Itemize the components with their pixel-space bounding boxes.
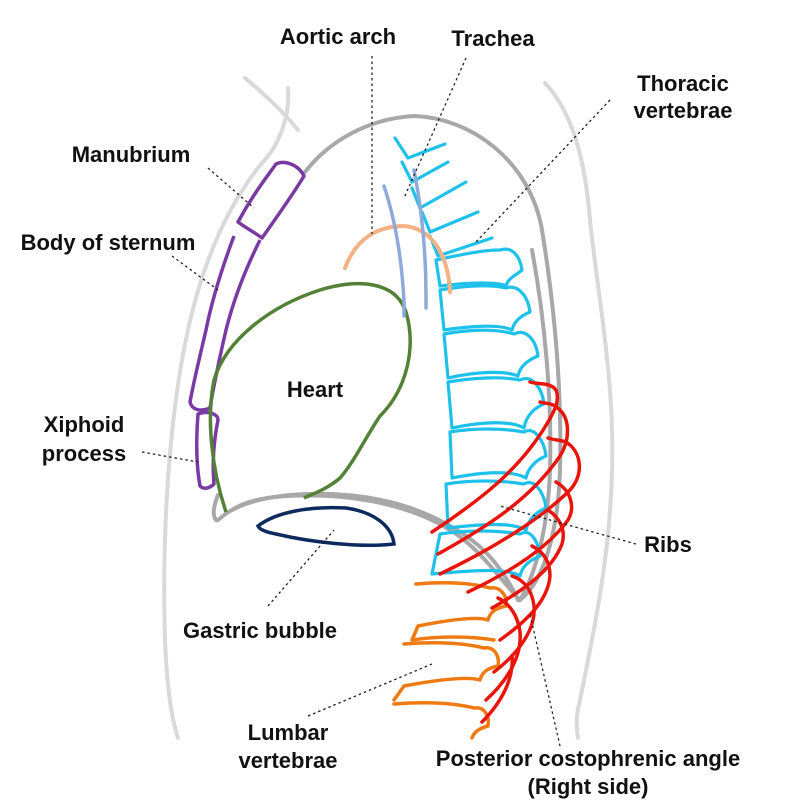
leader-body-of-sternum [171, 255, 219, 291]
rib-8 [484, 596, 522, 702]
leader-trachea [403, 57, 467, 199]
thoracic-vertebra-5 [448, 427, 548, 480]
rib-5 [490, 508, 565, 610]
label-body-of-sternum: Body of sternum [21, 230, 196, 255]
label-xiphoid-line2: process [42, 441, 126, 466]
xiphoid-shape [194, 410, 220, 490]
trachea [382, 168, 428, 318]
rib-9 [480, 654, 514, 724]
label-thoracic-vertebrae-line2: vertebrae [633, 98, 732, 123]
neck-front-inner [260, 86, 291, 165]
rib-2 [436, 400, 570, 556]
label-lumbar-line2: vertebrae [238, 748, 337, 773]
leader-manubrium [207, 167, 255, 209]
trachea-front-wall [382, 184, 406, 318]
label-xiphoid-line1: Xiphoid [44, 412, 125, 437]
chest-front-line [162, 161, 264, 740]
sternum-body-shape [188, 235, 262, 412]
manubrium-shape [236, 160, 306, 240]
leader-lumbar-vertebrae [307, 663, 433, 717]
upper-thoracic-process-1 [393, 136, 447, 160]
lumbar-vertebrae [392, 581, 509, 740]
gastric-bubble-outline [255, 505, 396, 547]
rib-6 [498, 544, 552, 642]
heart-outline [208, 281, 412, 513]
thoracic-vertebra-7 [430, 529, 542, 578]
label-costophrenic-line1: Posterior costophrenic angle [436, 746, 740, 771]
lung-outline [211, 113, 563, 603]
neck-front-line [243, 76, 300, 132]
thoracic-vertebra-2 [438, 284, 532, 332]
label-thoracic-vertebrae-line1: Thoracic [637, 71, 729, 96]
upper-thoracic-process-2 [400, 160, 450, 184]
label-aortic-arch: Aortic arch [280, 24, 396, 49]
leader-ribs [499, 505, 637, 545]
sternum [188, 160, 306, 490]
trachea-back-wall [412, 168, 428, 310]
body-outline [162, 76, 615, 740]
thoracic-vertebra-1 [434, 247, 524, 288]
aortic-arch-curve [343, 223, 452, 294]
leader-lines [141, 56, 637, 747]
label-costophrenic-line2: (Right side) [528, 774, 649, 799]
labels: Aortic arch Trachea Thoracic vertebrae M… [21, 24, 741, 799]
leader-gastric-bubble [267, 529, 335, 607]
rib-1 [430, 380, 560, 534]
diaphragm-line [230, 491, 520, 602]
lumbar-vertebra-2 [392, 641, 501, 702]
label-heart: Heart [287, 377, 344, 402]
back-line [543, 81, 615, 740]
thoracic-vertebra-4 [446, 376, 546, 430]
label-ribs: Ribs [644, 532, 692, 557]
label-lumbar-line1: Lumbar [248, 720, 329, 745]
leader-costophrenic-angle [529, 613, 561, 747]
lumbar-vertebra-3 [392, 701, 491, 740]
ribs [430, 380, 581, 724]
thoracic-vertebra-3 [442, 328, 540, 380]
label-trachea: Trachea [451, 26, 535, 51]
lumbar-vertebra-1 [410, 581, 509, 642]
rib-3 [438, 436, 581, 576]
label-manubrium: Manubrium [72, 142, 191, 167]
leader-xiphoid [141, 451, 199, 463]
posterior-lung-line [518, 248, 553, 602]
upper-thoracic-process-4 [420, 210, 480, 234]
label-gastric-bubble: Gastric bubble [183, 618, 337, 643]
